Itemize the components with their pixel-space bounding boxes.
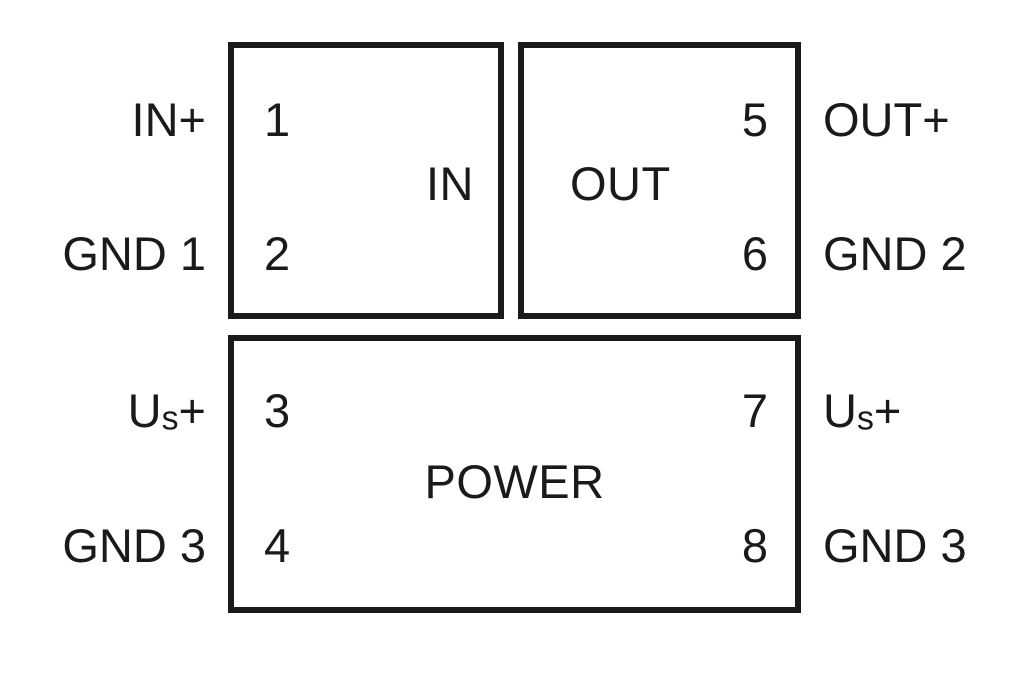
pin-number-5: 5 [741,93,768,146]
block-label-out: OUT [570,157,671,210]
pin-number-3: 3 [264,384,291,437]
pin-number-4: 4 [264,519,291,572]
signal-label-gnd-3-left: GND 3 [62,519,206,572]
us-prefix: U [127,384,162,437]
block-power [228,335,801,613]
pin-number-6: 6 [741,227,768,280]
block-out [518,42,801,319]
us-prefix: U [823,384,857,437]
signal-label-out-plus: OUT+ [823,93,950,146]
signal-label-gnd-1: GND 1 [62,227,206,280]
signal-label-gnd-3-right: GND 3 [823,519,967,572]
signal-label-gnd-2: GND 2 [823,227,967,280]
pin-number-2: 2 [264,227,291,280]
us-suffix: + [178,384,206,437]
us-suffix: + [873,384,902,437]
signal-label-us-plus-left: Us+ [0,387,206,437]
pin-number-8: 8 [741,519,768,572]
us-subscript: s [161,399,179,438]
block-in [228,42,504,319]
block-label-in: IN [426,157,474,210]
signal-label-in-plus: IN+ [131,93,206,146]
pin-number-1: 1 [264,93,291,146]
us-subscript: s [856,399,874,438]
signal-label-us-plus-right: Us+ [823,387,1024,437]
block-label-power: POWER [424,455,605,508]
pin-number-7: 7 [741,384,768,437]
